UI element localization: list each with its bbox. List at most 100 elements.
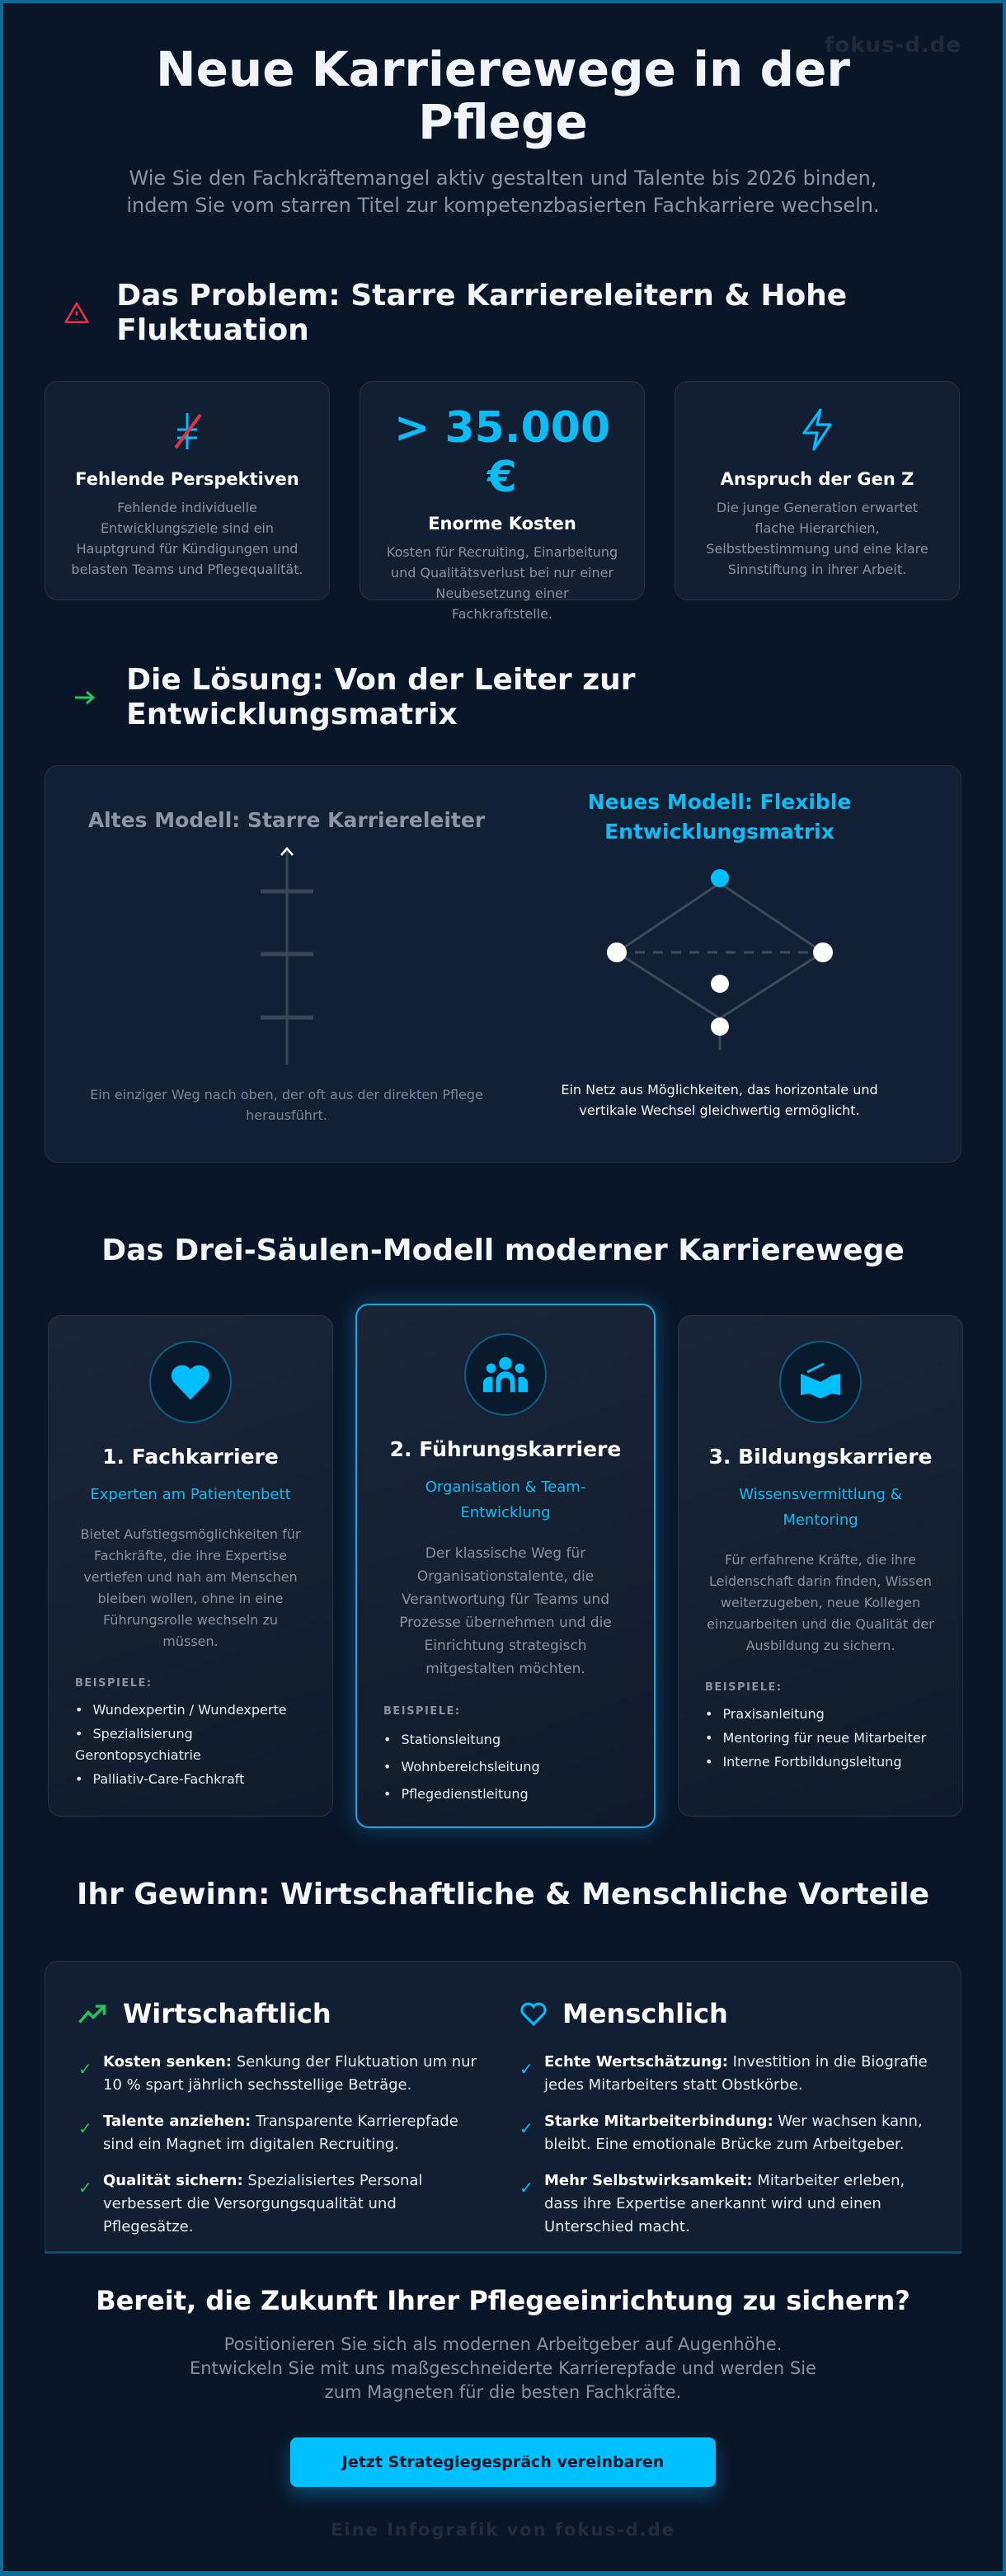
examples-label: BEISPIELE: bbox=[75, 1677, 153, 1690]
book-icon bbox=[779, 1341, 862, 1423]
problem-card: Anspruch der Gen Z Die junge Generation … bbox=[675, 381, 960, 600]
check-icon: ✓ bbox=[519, 2118, 534, 2138]
list-item: Mentoring für neue Mitarbeiter bbox=[705, 1728, 936, 1749]
trending-up-icon bbox=[78, 2005, 106, 2024]
divider bbox=[45, 2251, 961, 2254]
heart-icon bbox=[149, 1341, 232, 1423]
cta-heading: Bereit, die Zukunft Ihrer Pflegeeinricht… bbox=[96, 2285, 910, 2316]
benefit-item: ✓Qualität sichern: Spezialisiertes Perso… bbox=[78, 2169, 487, 2239]
list-item: Praxisanleitung bbox=[705, 1704, 936, 1725]
list-item: Spezialisierung Gerontopsychiatrie bbox=[75, 1723, 306, 1766]
list-item: Wundexpertin / Wundexperte bbox=[75, 1699, 306, 1721]
check-icon: ✓ bbox=[78, 2118, 92, 2138]
benefit-item: ✓ Mehr Selbstwirksamkeit: Mitarbeiter erl… bbox=[519, 2169, 928, 2239]
benefit-item: ✓ Kosten senken: Senkung der Fluktuation … bbox=[78, 2051, 487, 2097]
pillar-title: 2. Führungskarriere bbox=[389, 1437, 622, 1461]
pillar-card-featured: 2. Führungskarriere Organisation & Team-… bbox=[355, 1304, 656, 1828]
list-item: Pflegedienstleitung bbox=[383, 1782, 628, 1807]
pillar-title: 3. Bildungskarriere bbox=[708, 1445, 933, 1469]
ladder-diagram bbox=[260, 847, 313, 1065]
benefit-label: Mehr Selbstwirksamkeit: bbox=[544, 2172, 753, 2189]
benefit-item: ✓ Talente anziehen: Transparente Karriere… bbox=[78, 2110, 487, 2156]
no-growth-icon bbox=[68, 403, 306, 454]
pillar-card: 3. Bildungskarriere Wissensvermittlung &… bbox=[678, 1315, 963, 1817]
list-item: Palliativ-Care-Fachkraft bbox=[75, 1769, 306, 1790]
economic-benefits: Wirtschaftlich ✓ Kosten senken: Senkung d… bbox=[78, 1991, 487, 2290]
examples-label: BEISPIELE: bbox=[383, 1705, 461, 1718]
examples-label: BEISPIELE: bbox=[705, 1681, 783, 1694]
examples-list: Praxisanleitung Mentoring für neue Mitar… bbox=[705, 1704, 936, 1773]
page-subtitle: Wie Sie den Fachkräftemangel aktiv gesta… bbox=[126, 167, 880, 217]
pillar-text: Für erfahrene Kräfte, die ihre Leidensch… bbox=[707, 1552, 934, 1653]
check-icon: ✓ bbox=[519, 2059, 534, 2079]
pillar-subtitle: Organisation & Team-Entwicklung bbox=[425, 1478, 586, 1521]
benefit-label: Qualität sichern: bbox=[103, 2172, 243, 2189]
benefit-item: ✓ Starke Mitarbeiterbindung: Wer wachsen … bbox=[519, 2110, 928, 2156]
cost-stat: > 35.000 € bbox=[393, 403, 611, 502]
examples-list: Stationsleitung Wohnbereichsleitung Pfle… bbox=[383, 1728, 628, 1807]
pillar-card: 1. Fachkarriere Experten am Patientenbet… bbox=[48, 1315, 333, 1817]
heart-outline-icon bbox=[520, 2002, 547, 2026]
matrix-diagram bbox=[606, 869, 833, 1050]
problem-heading-text: Das Problem: Starre Karriereleitern & Ho… bbox=[116, 279, 848, 347]
benefit-item: ✓ Echte Wertschätzung: Investition in die… bbox=[519, 2051, 928, 2097]
benefit-text: Investition in die Biografie jedes Mitar… bbox=[544, 2053, 928, 2094]
check-icon: ✓ bbox=[519, 2178, 534, 2198]
old-model-title: Altes Modell: Starre Karriereleiter bbox=[87, 808, 486, 832]
card-title: Enorme Kosten bbox=[428, 514, 576, 534]
card-title: Fehlende Perspektiven bbox=[75, 469, 299, 489]
footer-credit: Eine Infografik von fokus-d.de bbox=[331, 2520, 675, 2540]
pillar-subtitle: Wissensvermittlung & Mentoring bbox=[739, 1486, 902, 1529]
check-icon: ✓ bbox=[78, 2178, 92, 2198]
problem-cards: Fehlende Perspektiven Fehlende individue… bbox=[45, 381, 961, 622]
problem-heading: Das Problem: Starre Karriereleitern & Ho… bbox=[45, 279, 961, 348]
problem-card: > 35.000 € Enorme Kosten Kosten für Recr… bbox=[360, 381, 645, 622]
new-model-caption: Ein Netz aus Möglichkeiten, das horizont… bbox=[561, 1082, 878, 1118]
benefits-heading: Ihr Gewinn: Wirtschaftliche & Menschlich… bbox=[76, 1878, 930, 1911]
human-benefits: Menschlich ✓ Echte Wertschätzung: Investi… bbox=[519, 1991, 928, 2290]
benefit-label: Talente anziehen: bbox=[103, 2113, 252, 2130]
solution-heading: Die Lösung: Von der Leiter zur Entwicklu… bbox=[45, 663, 961, 732]
card-text: Die junge Generation erwartet flache Hie… bbox=[706, 500, 928, 577]
benefit-label: Kosten senken: bbox=[103, 2053, 233, 2071]
old-model-caption: Ein einziger Weg nach oben, der oft aus … bbox=[90, 1087, 483, 1123]
solution-card: Altes Modell: Starre Karriereleiter Ein … bbox=[45, 765, 961, 1163]
benefit-text: Transparente Karrierepfade sind ein Magn… bbox=[103, 2113, 458, 2153]
problem-card: Fehlende Perspektiven Fehlende individue… bbox=[45, 381, 330, 600]
benefit-text: Mitarbeiter erleben, dass ihre Expertise… bbox=[544, 2172, 905, 2235]
warning-triangle-icon bbox=[58, 300, 95, 327]
pillar-text: Bietet Aufstiegsmöglichkeiten für Fachkr… bbox=[80, 1526, 301, 1649]
pillar-subtitle: Experten am Patientenbett bbox=[90, 1486, 291, 1503]
benefits-card: Wirtschaftlich ✓ Kosten senken: Senkung d… bbox=[45, 1961, 961, 2291]
check-icon: ✓ bbox=[78, 2059, 92, 2079]
lightning-icon bbox=[698, 403, 936, 454]
card-text: Fehlende individuelle Entwicklungsziele … bbox=[71, 500, 303, 577]
benefit-text: Wer wachsen kann, bleibt. Eine emotional… bbox=[544, 2113, 923, 2153]
benefit-group-title: Wirtschaftlich bbox=[123, 1998, 331, 2029]
pillar-title: 1. Fachkarriere bbox=[102, 1445, 279, 1469]
cta-section: Bereit, die Zukunft Ihrer Pflegeeinricht… bbox=[45, 2251, 961, 2541]
benefit-text: Senkung der Fluktuation um nur 10 % spar… bbox=[103, 2053, 477, 2094]
cta-text: Positionieren Sie sich als modernen Arbe… bbox=[190, 2334, 816, 2402]
pillars-heading: Das Drei-Säulen-Modell moderner Karriere… bbox=[101, 1234, 905, 1267]
card-text: Kosten für Recruiting, Einarbeitung und … bbox=[386, 544, 618, 622]
pillar-text: Der klassische Weg für Organisationstale… bbox=[399, 1545, 612, 1677]
benefit-label: Starke Mitarbeiterbindung: bbox=[544, 2113, 773, 2130]
pillars: 1. Fachkarriere Experten am Patientenbet… bbox=[45, 1304, 963, 1828]
examples-list: Wundexpertin / Wundexperte Spezialisieru… bbox=[75, 1699, 306, 1790]
benefit-group-title: Menschlich bbox=[562, 1998, 728, 2029]
list-item: Interne Fortbildungsleitung bbox=[705, 1751, 936, 1773]
list-item: Stationsleitung bbox=[383, 1728, 628, 1752]
schedule-strategy-call-button[interactable]: Jetzt Strategiegespräch vereinbaren bbox=[290, 2437, 716, 2487]
solution-heading-text: Die Lösung: Von der Leiter zur Entwicklu… bbox=[126, 663, 636, 731]
list-item: Wohnbereichsleitung bbox=[383, 1755, 628, 1779]
benefit-label: Echte Wertschätzung: bbox=[544, 2053, 728, 2071]
page-title: Neue Karrierewege in der Pflege bbox=[156, 41, 850, 150]
card-title: Anspruch der Gen Z bbox=[720, 469, 914, 489]
new-model: Neues Modell: Flexible Entwicklungsmatri… bbox=[503, 790, 936, 1129]
watermark: fokus-d.de bbox=[825, 33, 961, 58]
new-model-title: Neues Modell: Flexible Entwicklungsmatri… bbox=[587, 790, 852, 844]
old-model: Altes Modell: Starre Karriereleiter Ein … bbox=[70, 799, 503, 1129]
arrow-right-icon bbox=[64, 688, 105, 707]
